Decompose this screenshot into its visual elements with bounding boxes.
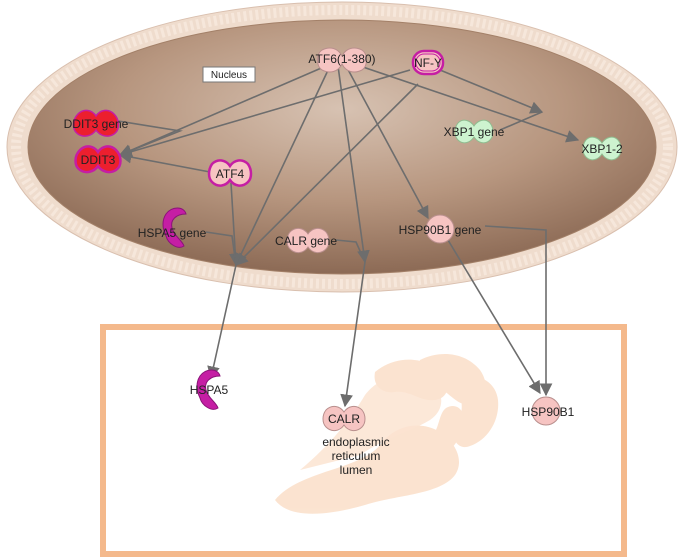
node-xbp1-gene-label: XBP1 gene <box>444 125 505 139</box>
node-atf6[interactable]: ATF6(1-380) <box>308 47 376 73</box>
er-organelle-icon <box>275 354 499 514</box>
edge-nfy-ddit3 <box>118 69 411 158</box>
node-ddit3-label: DDIT3 <box>81 153 116 167</box>
node-hspa5-label: HSPA5 <box>190 383 229 397</box>
er-label-line2: reticulum <box>332 449 381 463</box>
er-label-line3: lumen <box>340 463 373 477</box>
edge-atf6-hspa5hub <box>235 65 331 267</box>
node-hsp90b1[interactable]: HSP90B1 <box>522 396 575 426</box>
node-hsp90b1-gene[interactable]: HSP90B1 gene <box>399 214 482 244</box>
edge-hsp90b1gene-hsp90b1 <box>447 239 541 395</box>
edge-atf6-ddit3 <box>118 65 327 157</box>
edge-atf4-ddit3 <box>118 150 211 173</box>
node-hsp90b1-gene-label: HSP90B1 gene <box>399 223 482 237</box>
nucleus-label-box <box>202 66 256 83</box>
edge-atf6-xbp12 <box>359 65 580 143</box>
edge-atf4-hspa5hub <box>228 182 242 267</box>
node-ddit3[interactable]: DDIT3 <box>74 145 122 174</box>
node-hspa5-gene-label: HSPA5 gene <box>138 226 207 240</box>
node-hspa5-gene[interactable]: HSPA5 gene <box>138 207 207 248</box>
node-calr-gene-label: CALR gene <box>275 234 337 248</box>
node-ddit3-gene-label: DDIT3 gene <box>64 117 129 131</box>
node-atf4-label: ATF4 <box>216 167 245 181</box>
edge-nfy-hspa5hub <box>235 83 419 266</box>
node-calr[interactable]: CALR <box>322 405 366 432</box>
node-xbp1-2[interactable]: XBP1-2 <box>581 136 623 161</box>
edge-hspa5hub-hspa5 <box>207 264 237 380</box>
node-atf6-label: ATF6(1-380) <box>308 52 375 66</box>
edges <box>117 63 580 408</box>
nucleus-membrane-dots <box>11 5 673 289</box>
er-compartment <box>100 324 627 557</box>
edge-atf6-hsp90b1gene <box>344 63 429 220</box>
nucleus-label: Nucleus <box>211 70 247 81</box>
edge-hspa5gene-hub <box>205 231 237 266</box>
node-calr-gene[interactable]: CALR gene <box>275 227 337 254</box>
er-label-line1: endoplasmic <box>322 435 389 449</box>
edge-nfy-xbp1hub <box>439 69 544 114</box>
edge-xbp1gene-hub <box>499 111 543 131</box>
node-hspa5[interactable]: HSPA5 <box>190 369 229 410</box>
node-xbp1-gene[interactable]: XBP1 gene <box>444 119 505 144</box>
node-hsp90b1-label: HSP90B1 <box>522 405 575 419</box>
node-nfy-label: NF-Y <box>414 56 442 70</box>
node-ddit3-gene[interactable]: DDIT3 gene <box>64 109 129 137</box>
nucleus-body <box>27 19 657 275</box>
edge-ddit3gene-ddit3 <box>117 120 183 157</box>
node-nfy[interactable]: NF-Y <box>411 49 445 76</box>
edge-calrgene-calr <box>335 239 366 408</box>
node-atf4[interactable]: ATF4 <box>207 159 253 187</box>
node-xbp1-2-label: XBP1-2 <box>581 142 623 156</box>
edge-atf6-calrhub <box>337 65 370 264</box>
node-calr-label: CALR <box>328 412 360 426</box>
edge-hsp90b1gene-hsp90b1-b <box>484 225 553 397</box>
